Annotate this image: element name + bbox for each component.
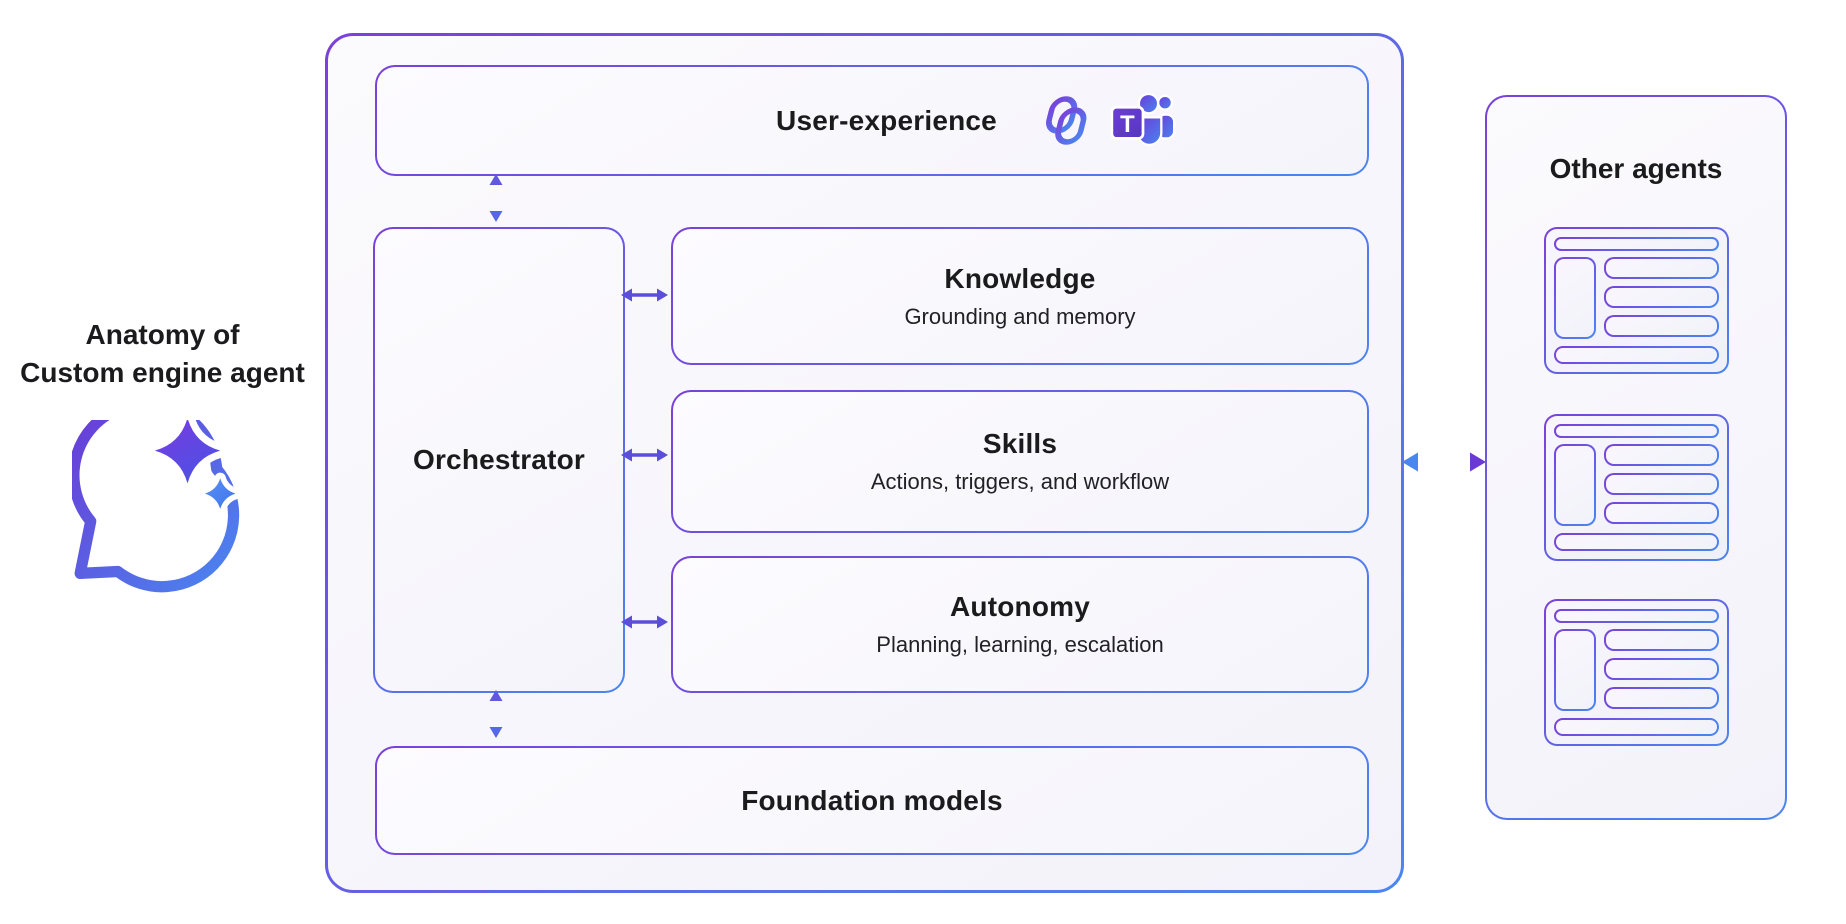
svg-text:T: T bbox=[1120, 111, 1135, 138]
skills-title: Skills bbox=[982, 428, 1058, 459]
orchestrator-foundation-arrow bbox=[485, 690, 507, 738]
card-footer-bar bbox=[1554, 346, 1719, 364]
card-text-line bbox=[1604, 629, 1719, 651]
card-avatar-block bbox=[1554, 629, 1596, 711]
card-avatar-block bbox=[1554, 257, 1596, 339]
card-text-line bbox=[1604, 286, 1719, 308]
agent-card bbox=[1544, 414, 1729, 561]
card-header-bar bbox=[1554, 237, 1719, 251]
card-text-line bbox=[1604, 502, 1719, 524]
card-avatar-block bbox=[1554, 444, 1596, 526]
foundation-models-label: Foundation models bbox=[741, 784, 1003, 816]
knowledge-title: Knowledge bbox=[944, 262, 1096, 294]
card-footer-bar bbox=[1554, 718, 1719, 736]
card-header-bar bbox=[1554, 609, 1719, 623]
user-experience-label: User-experience bbox=[776, 104, 997, 136]
card-text-line bbox=[1604, 473, 1719, 495]
autonomy-subtitle: Planning, learning, escalation bbox=[876, 632, 1164, 657]
chat-sparkle-icon bbox=[72, 420, 256, 604]
autonomy-box: Autonomy Planning, learning, escalation bbox=[671, 556, 1369, 693]
other-agents-title: Other agents bbox=[1549, 153, 1723, 184]
custom-engine-agent-frame: User-experience bbox=[325, 33, 1404, 893]
foundation-models-box: Foundation models bbox=[375, 746, 1369, 855]
orchestrator-knowledge-arrow bbox=[621, 284, 668, 306]
agent-card bbox=[1544, 599, 1729, 746]
orchestrator-box: Orchestrator bbox=[373, 227, 625, 693]
ux-orchestrator-arrow bbox=[485, 174, 507, 222]
copilot-icon bbox=[1037, 93, 1092, 148]
card-text-line bbox=[1604, 315, 1719, 337]
orchestrator-autonomy-arrow bbox=[621, 611, 668, 633]
card-text-line bbox=[1604, 444, 1719, 466]
user-experience-box: User-experience bbox=[375, 65, 1369, 176]
other-agents-dotted-arrow bbox=[1402, 449, 1486, 475]
skills-subtitle: Actions, triggers, and workflow bbox=[870, 469, 1170, 494]
knowledge-subtitle: Grounding and memory bbox=[904, 303, 1136, 329]
card-text-line bbox=[1604, 658, 1719, 680]
skills-box: Skills Actions, triggers, and workflow bbox=[671, 390, 1369, 533]
card-header-bar bbox=[1554, 424, 1719, 438]
knowledge-box: Knowledge Grounding and memory bbox=[671, 227, 1369, 365]
orchestrator-label: Orchestrator bbox=[412, 444, 585, 475]
agent-card bbox=[1544, 227, 1729, 374]
caption-line-2: Custom engine agent bbox=[20, 357, 305, 388]
autonomy-title: Autonomy bbox=[949, 591, 1091, 622]
card-text-line bbox=[1604, 257, 1719, 279]
caption-line-1: Anatomy of bbox=[85, 319, 240, 350]
card-text-line bbox=[1604, 687, 1719, 709]
other-agents-panel: Other agents bbox=[1485, 95, 1787, 820]
diagram-caption: Anatomy of Custom engine agent bbox=[10, 316, 315, 392]
teams-icon: T bbox=[1110, 90, 1176, 152]
orchestrator-skills-arrow bbox=[621, 444, 668, 466]
card-footer-bar bbox=[1554, 533, 1719, 551]
